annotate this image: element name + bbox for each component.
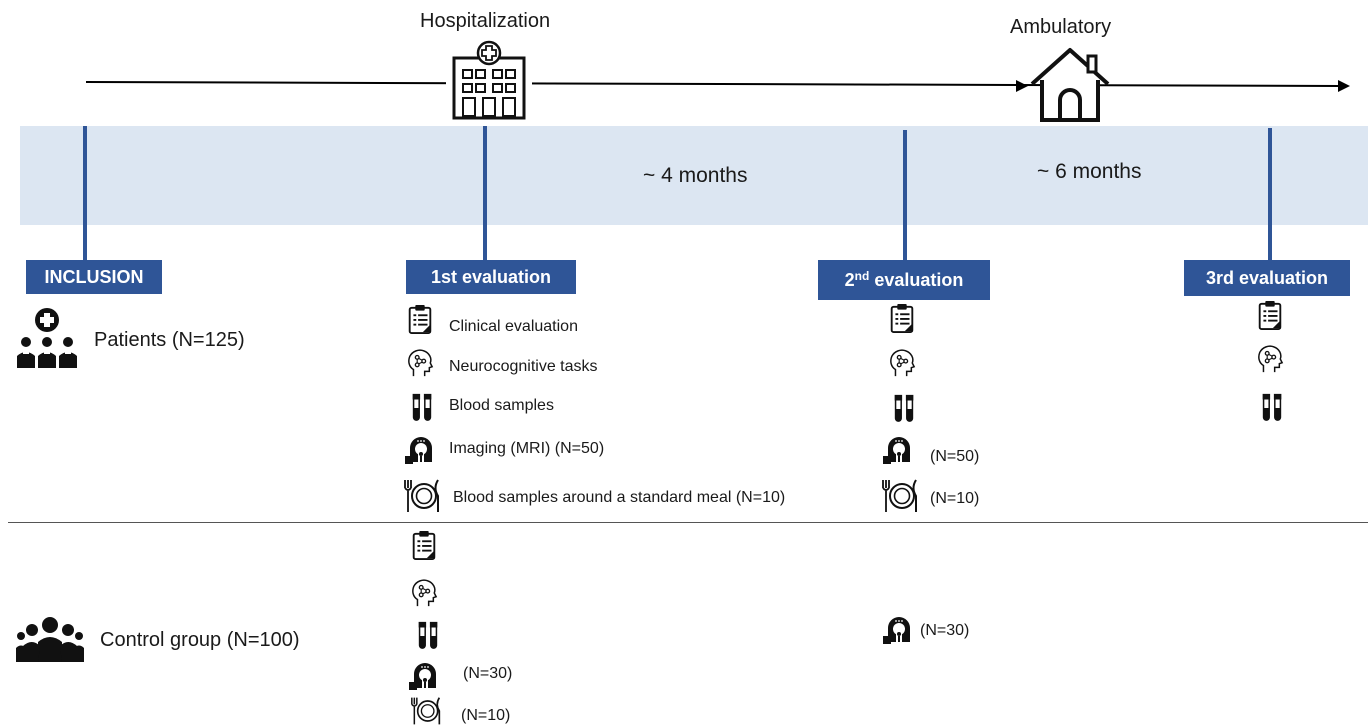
second-eval-imaging-n: (N=50) [930, 448, 980, 465]
timeline-band [20, 126, 1368, 225]
clipboard-icon [1256, 300, 1284, 330]
plate-cutlery-icon [402, 478, 442, 514]
test-tubes-icon [408, 392, 436, 422]
standard-meal-label: Blood samples around a standard meal (N=… [453, 489, 786, 506]
head-brain-icon [406, 348, 434, 378]
blood-samples-label: Blood samples [449, 397, 554, 414]
mri-scanner-icon [882, 612, 916, 646]
second-eval-text: evaluation [869, 269, 964, 290]
patients-label: Patients (N=125) [94, 329, 245, 351]
second-eval-suffix: nd [854, 269, 870, 283]
patients-icon [17, 308, 77, 368]
second-eval-ordinal: 2 [844, 269, 855, 290]
group-icon [16, 617, 84, 662]
house-icon [1030, 48, 1110, 122]
second-eval-meal-n: (N=10) [930, 490, 980, 507]
ambulatory-label: Ambulatory [1010, 16, 1112, 38]
mri-scanner-icon [404, 432, 438, 466]
control-second-eval-imaging-n: (N=30) [920, 622, 970, 639]
plate-cutlery-icon [406, 696, 446, 726]
second-eval-marker-line [903, 130, 907, 260]
head-brain-icon [1256, 344, 1284, 374]
test-tubes-icon [890, 393, 918, 423]
clipboard-icon [406, 304, 434, 334]
test-tubes-icon [1258, 392, 1286, 422]
first-evaluation-label: 1st evaluation [406, 260, 576, 294]
clinical-evaluation-label: Clinical evaluation [449, 318, 578, 335]
clipboard-icon [410, 530, 438, 560]
inclusion-marker-line [83, 126, 87, 260]
plate-cutlery-icon [880, 478, 920, 514]
control-first-eval-meal-n: (N=10) [461, 707, 511, 724]
third-eval-marker-line [1268, 128, 1272, 260]
control-first-eval-imaging-n: (N=30) [463, 665, 513, 682]
timeline-arrow [85, 80, 1350, 92]
mri-scanner-icon [882, 432, 916, 466]
hospitalization-label: Hospitalization [420, 10, 551, 32]
third-evaluation-label: 3rd evaluation [1184, 260, 1350, 296]
first-eval-marker-line [483, 126, 487, 260]
head-brain-icon [410, 578, 438, 608]
head-brain-icon [888, 348, 916, 378]
duration-4-months: ~ 4 months [643, 164, 748, 187]
control-group-label: Control group (N=100) [100, 629, 300, 651]
hospital-icon [446, 40, 532, 122]
imaging-mri-label: Imaging (MRI) (N=50) [449, 440, 605, 457]
group-divider [8, 522, 1368, 523]
mri-scanner-icon [408, 658, 442, 692]
test-tubes-icon [414, 620, 442, 650]
neurocognitive-tasks-label: Neurocognitive tasks [449, 358, 598, 375]
inclusion-label: INCLUSION [26, 260, 162, 294]
duration-6-months: ~ 6 months [1037, 160, 1142, 183]
clipboard-icon [888, 303, 916, 333]
